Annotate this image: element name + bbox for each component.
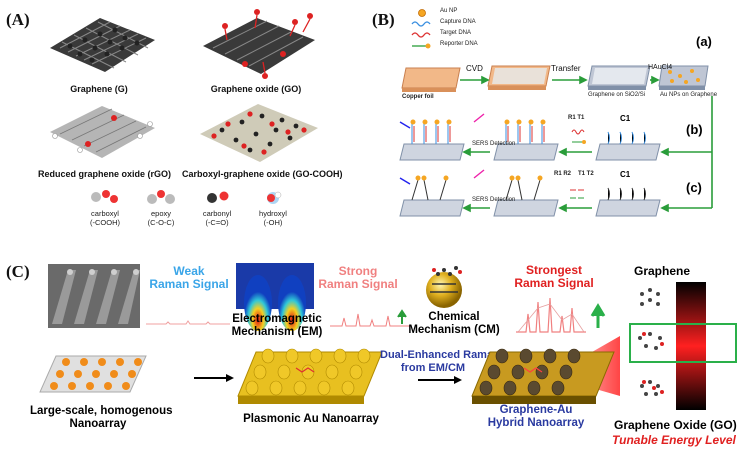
carboxyl-graphene-oxide-image bbox=[200, 104, 318, 162]
tunable-energy-label: Tunable Energy Level bbox=[612, 433, 736, 447]
graphene-label-c: Graphene bbox=[634, 264, 691, 278]
strong-spectrum bbox=[330, 309, 410, 327]
sub-label-b: (b) bbox=[686, 122, 703, 137]
hydroxyl-name: hydroxyl bbox=[259, 209, 287, 218]
step-transfer: Transfer bbox=[551, 64, 581, 73]
weak-line-1: Weak bbox=[173, 264, 205, 278]
carbonyl-molecule-icon bbox=[207, 191, 229, 203]
b-c1-label: C1 bbox=[620, 114, 631, 123]
strong-line-1: Strong bbox=[338, 264, 378, 278]
hybrid-label: Graphene-Au Hybrid Nanoarray bbox=[466, 404, 606, 430]
cm-line-1: Chemical bbox=[428, 311, 480, 323]
capture-dna-icon bbox=[411, 21, 431, 27]
em-field-map bbox=[236, 263, 314, 331]
sers-detection-c: SERS Detection bbox=[472, 197, 516, 203]
dual-line-2: from EM/CM bbox=[400, 362, 466, 374]
copper-foil-caption: Copper foil bbox=[402, 94, 434, 100]
legend-au-np: Au NP bbox=[440, 8, 458, 14]
cm-sphere bbox=[426, 266, 462, 308]
plasmonic-label: Plasmonic Au Nanoarray bbox=[243, 413, 379, 425]
legend-capture-dna: Capture DNA bbox=[440, 19, 476, 25]
large-scale-label: Large-scale, homogenous Nanoarray bbox=[30, 405, 173, 431]
rgo-caption: Reduced graphene oxide (rGO) bbox=[38, 169, 172, 179]
graphene-oxide-structure-image bbox=[203, 9, 315, 79]
fabrication-row-a bbox=[401, 65, 709, 92]
target-dna-icon bbox=[411, 32, 431, 38]
c-t-label: T1 T2 bbox=[578, 171, 594, 177]
epoxy-name: epoxy bbox=[150, 209, 171, 218]
graphene-oxide-caption: Graphene oxide (GO) bbox=[210, 84, 302, 94]
weak-line-2: Raman Signal bbox=[149, 277, 229, 291]
hydroxyl-formula: (-OH) bbox=[263, 218, 283, 227]
strongest-line-2: Raman Signal bbox=[514, 276, 594, 290]
graphene-caption: Graphene (G) bbox=[70, 84, 128, 94]
em-line-1: Electromagnetic bbox=[232, 313, 322, 325]
panel-b-legend: Au NP Capture DNA Target DNA Reporter DN… bbox=[410, 8, 520, 54]
c-c1-label: C1 bbox=[620, 170, 631, 179]
em-line-2: Mechanism (EM) bbox=[231, 326, 323, 338]
strong-raman-label: Strong Raman Signal bbox=[312, 265, 404, 291]
dual-line-1: Dual-Enhanced Raman bbox=[380, 349, 500, 361]
weak-raman-label: Weak Raman Signal bbox=[144, 265, 234, 291]
hybrid-line-2: Hybrid Nanoarray bbox=[487, 417, 585, 429]
strong-line-2: Raman Signal bbox=[318, 277, 398, 291]
detection-row-b bbox=[399, 113, 712, 161]
reduced-graphene-oxide-image bbox=[50, 106, 155, 158]
graphene-go-energy-diagram bbox=[629, 282, 737, 410]
functional-group-carboxyl: carboxyl (-COOH) bbox=[82, 190, 128, 227]
strongest-spectrum bbox=[516, 297, 606, 333]
functional-group-carbonyl: carbonyl (-C=O) bbox=[194, 190, 240, 227]
carbonyl-formula: (-C=O) bbox=[205, 218, 229, 227]
strongest-raman-label: Strongest Raman Signal bbox=[506, 264, 602, 290]
epoxy-formula: (C-O-C) bbox=[147, 218, 175, 227]
plasmonic-nanoarray bbox=[237, 348, 383, 404]
panel-b-label: (B) bbox=[372, 10, 395, 29]
legend-icons bbox=[411, 9, 431, 49]
large-line-2: Nanoarray bbox=[69, 418, 127, 430]
flow-connector bbox=[711, 96, 713, 208]
detection-row-c bbox=[399, 169, 712, 217]
hybrid-nanoarray bbox=[471, 336, 620, 404]
sem-nanoarray-image bbox=[48, 264, 140, 328]
panel-c-label: (C) bbox=[6, 262, 30, 281]
go-cooh-caption: Carboxyl-graphene oxide (GO-COOH) bbox=[182, 169, 343, 179]
strongest-line-1: Strongest bbox=[525, 263, 582, 277]
carboxyl-name: carboxyl bbox=[91, 209, 119, 218]
large-line-1: Large-scale, homogenous bbox=[30, 405, 173, 417]
b-r1t1-label: R1 T1 bbox=[568, 115, 585, 121]
panel-a-label: (A) bbox=[6, 10, 30, 29]
hydroxyl-molecule-icon bbox=[267, 191, 282, 204]
carboxyl-formula: (-COOH) bbox=[90, 218, 120, 227]
legend-reporter-dna: Reporter DNA bbox=[440, 41, 478, 47]
homogenous-nanoarray bbox=[39, 355, 147, 393]
sub-label-c: (c) bbox=[686, 180, 702, 195]
arrow-to-hybrid bbox=[418, 376, 462, 384]
dual-enhanced-label: Dual-Enhanced Raman from EM/CM bbox=[380, 349, 500, 375]
step-haucl4: HAuCl4 bbox=[648, 64, 673, 71]
arrow-to-plasmonic bbox=[194, 374, 234, 382]
epoxy-molecule-icon bbox=[147, 190, 175, 204]
em-mechanism-label: Electromagnetic Mechanism (EM) bbox=[222, 313, 332, 339]
au-np-icon bbox=[418, 9, 426, 17]
graphene-structure-image bbox=[50, 18, 155, 72]
c-r-label: R1 R2 bbox=[554, 171, 572, 177]
cm-mechanism-label: Chemical Mechanism (CM) bbox=[404, 311, 504, 337]
sers-detection-b: SERS Detection bbox=[472, 141, 516, 147]
carboxyl-molecule-icon bbox=[91, 190, 118, 203]
sub-label-a: (a) bbox=[696, 34, 712, 49]
step-cvd: CVD bbox=[466, 64, 483, 73]
au-graphene-caption: Au NPs on Graphene bbox=[660, 92, 718, 98]
hybrid-line-1: Graphene-Au bbox=[499, 404, 573, 416]
carbonyl-name: carbonyl bbox=[202, 209, 232, 218]
legend-target-dna: Target DNA bbox=[440, 30, 472, 36]
graphene-sio2-caption: Graphene on SiO2/Si bbox=[588, 92, 646, 98]
cm-line-2: Mechanism (CM) bbox=[408, 324, 500, 336]
functional-group-epoxy: epoxy (C-O-C) bbox=[138, 190, 184, 227]
weak-spectrum bbox=[146, 320, 230, 325]
go-label-c: Graphene Oxide (GO) bbox=[614, 418, 737, 432]
functional-group-hydroxyl: hydroxyl (-OH) bbox=[250, 190, 296, 227]
